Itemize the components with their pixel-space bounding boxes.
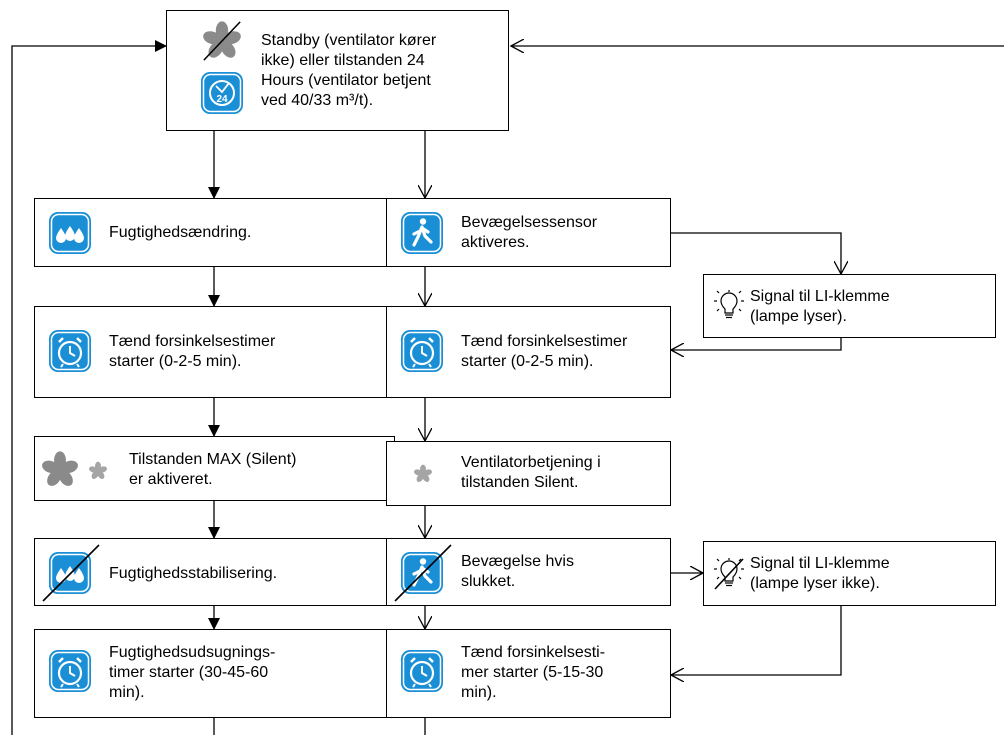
standby-text-line2: ikke) eller tilstanden 24 <box>261 52 425 69</box>
walking-person-icon <box>401 212 443 254</box>
fan-icon <box>42 451 78 486</box>
extraction-timer-line3: min). <box>109 684 145 701</box>
water-drops-icon <box>49 212 91 254</box>
humidity-stable-text: Fugtighedsstabilisering. <box>109 565 278 582</box>
silent-mode-line2: tilstanden Silent. <box>461 474 579 491</box>
motion-on-line2: aktiveres. <box>461 234 530 251</box>
left-delay-timer-line2: starter (0-2-5 min). <box>109 353 242 370</box>
extraction-timer-line2: timer starter (30-45-60 <box>109 664 269 681</box>
light-bulb-crossed-icon <box>714 558 744 590</box>
node-max-mode: Tilstanden MAX (Silent) er aktiveret. <box>34 436 395 501</box>
standby-text-line1: Standby (ventilator kører <box>261 32 437 49</box>
node-left-delay-timer: Tænd forsinkelsestimer starter (0-2-5 mi… <box>34 306 395 398</box>
fan-small-icon <box>89 461 107 479</box>
node-extraction-timer: Fugtighedsudsugnings- timer starter (30-… <box>34 629 395 718</box>
standby-text-line3: Hours (ventilator betjent <box>261 72 431 89</box>
cross-line <box>42 544 100 602</box>
svg-text:24: 24 <box>216 94 228 105</box>
lamp-off-line1: Signal til LI-klemme <box>750 555 890 572</box>
humidity-change-text: Fugtighedsændring. <box>109 224 252 241</box>
off-timer-line3: min). <box>461 684 497 701</box>
node-right-delay-timer: Tænd forsinkelsestimer starter (0-2-5 mi… <box>386 306 671 398</box>
motion-off-line2: slukket. <box>461 573 516 590</box>
alarm-clock-icon <box>401 650 443 692</box>
lamp-off-line2: (lampe lyser ikke). <box>750 575 880 592</box>
connector-lamp-off-to-off-timer <box>671 606 842 675</box>
off-timer-line2: mer starter (5-15-30 <box>461 664 604 681</box>
node-lamp-on: Signal til LI-klemme (lampe lyser). <box>703 274 996 338</box>
extraction-timer-line1: Fugtighedsudsugnings- <box>109 644 276 661</box>
right-delay-timer-line2: starter (0-2-5 min). <box>461 353 594 370</box>
clock-24-icon: 24 <box>201 72 243 114</box>
cross-line <box>394 544 452 602</box>
node-motion-off: Bevægelse hvis slukket. <box>386 538 671 606</box>
max-mode-line2: er aktiveret. <box>129 471 213 488</box>
standby-text-line4: ved 40/33 m³/t). <box>261 92 374 109</box>
node-lamp-off: Signal til LI-klemme (lampe lyser ikke). <box>703 541 996 606</box>
connector-left-loop-back <box>11 40 167 735</box>
left-delay-timer-line1: Tænd forsinkelsestimer <box>109 333 276 350</box>
motion-off-line1: Bevægelse hvis <box>461 553 574 570</box>
node-humidity-stable: Fugtighedsstabilisering. <box>34 538 395 606</box>
fan-icon <box>203 21 241 61</box>
connector-lamp-on-to-timer <box>671 338 842 350</box>
alarm-clock-icon <box>49 330 91 372</box>
connector-motion-to-lamp-on <box>671 232 841 274</box>
node-silent-mode: Ventilatorbetjening i tilstanden Silent. <box>386 441 671 506</box>
off-timer-line1: Tænd forsinkelsesti- <box>461 644 606 661</box>
node-standby: 24 Standby (ventilator kører ikke) eller… <box>166 10 509 131</box>
silent-mode-line1: Ventilatorbetjening i <box>461 454 601 471</box>
node-humidity-change: Fugtighedsændring. <box>34 198 395 267</box>
node-motion-on: Bevægelsessensor aktiveres. <box>386 198 671 267</box>
lamp-on-line1: Signal til LI-klemme <box>750 288 890 305</box>
motion-on-line1: Bevægelsessensor <box>461 214 598 231</box>
right-delay-timer-line1: Tænd forsinkelsestimer <box>461 333 628 350</box>
node-off-timer: Tænd forsinkelsesti- mer starter (5-15-3… <box>386 629 671 718</box>
light-bulb-icon <box>714 290 744 319</box>
max-mode-line1: Tilstanden MAX (Silent) <box>129 451 297 468</box>
alarm-clock-icon <box>401 330 443 372</box>
lamp-on-line2: (lampe lyser). <box>750 308 847 325</box>
fan-small-icon <box>414 464 432 482</box>
alarm-clock-icon <box>49 650 91 692</box>
